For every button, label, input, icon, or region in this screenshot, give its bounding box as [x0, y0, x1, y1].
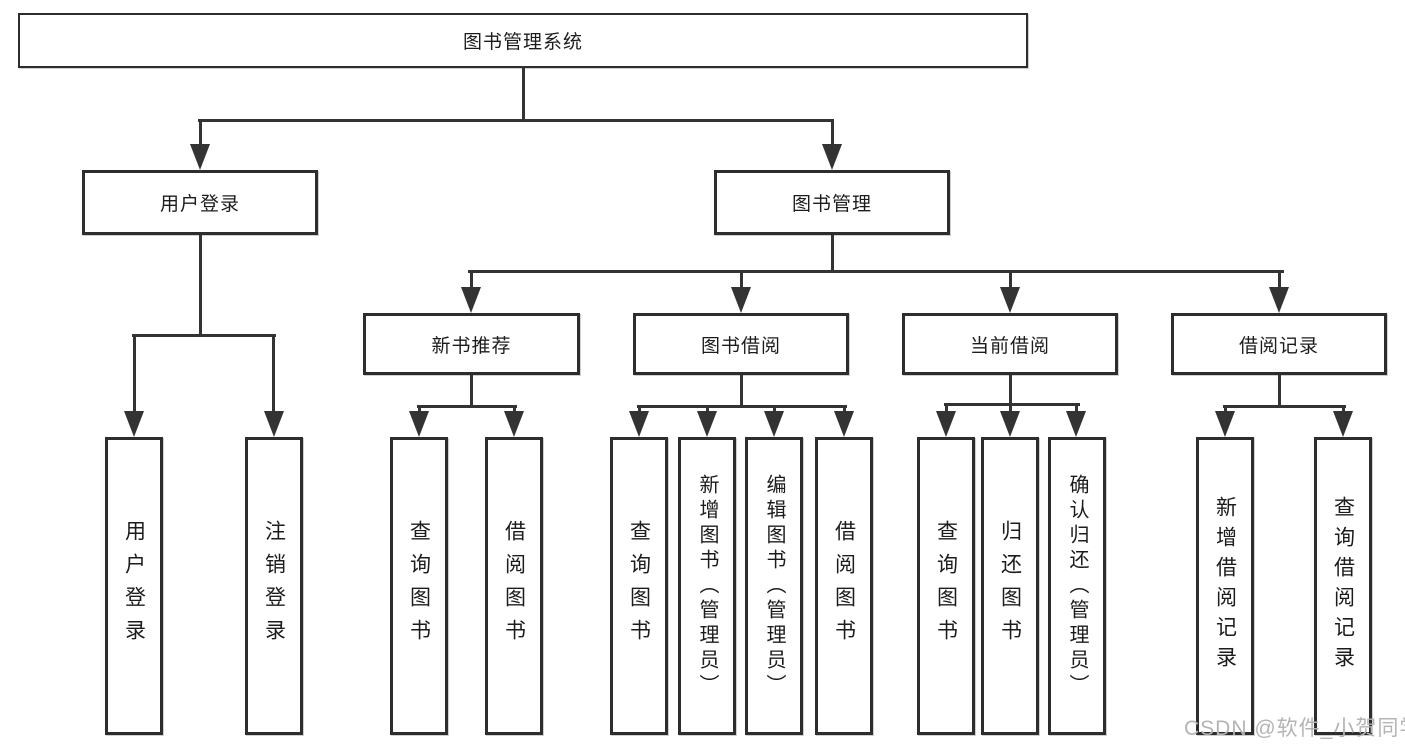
node-book-management-label: 图书管理 [791, 194, 872, 215]
node-current-borrow-label: 当前借阅 [969, 335, 1050, 357]
leaf-bb-borrow-books: 借阅图书 [815, 437, 873, 735]
arrow-down-icon [264, 411, 284, 437]
leaf-cb-query-books: 查询图书 [917, 437, 975, 735]
arrow-down-icon [834, 411, 854, 437]
connector-line [831, 119, 834, 164]
leaf-br-add-record-label: 新增借阅记录 [1213, 496, 1237, 676]
node-root-label: 图书管理系统 [462, 32, 583, 53]
connector-line [944, 403, 1080, 406]
leaf-bb-add-books: 新增图书（管理员） [678, 437, 736, 735]
connector-line [198, 119, 834, 122]
arrow-down-icon [124, 411, 144, 437]
node-borrow-records-label: 借阅记录 [1238, 335, 1319, 357]
connector-line [1223, 405, 1346, 408]
leaf-bb-borrow-books-label: 借阅图书 [832, 520, 856, 652]
arrow-down-icon [190, 144, 210, 170]
arrow-down-icon [1269, 287, 1289, 313]
leaf-bb-edit-books: 编辑图书（管理员） [745, 437, 803, 735]
leaf-cb-confirm-return-label: 确认归还（管理员） [1066, 473, 1088, 699]
leaf-bb-query-books: 查询图书 [610, 437, 668, 735]
connector-line [199, 235, 202, 336]
connector-line [132, 334, 276, 337]
node-user-login-label: 用户登录 [159, 194, 240, 215]
leaf-rec-borrow-books: 借阅图书 [485, 437, 543, 735]
leaf-rec-borrow-books-label: 借阅图书 [502, 520, 526, 652]
connector-line [470, 270, 473, 290]
connector-line [522, 66, 525, 119]
connector-line [417, 405, 517, 408]
leaf-bb-query-books-label: 查询图书 [627, 520, 651, 652]
leaf-logout-label: 注销登录 [262, 520, 286, 652]
connector-line [199, 119, 202, 164]
connector-line [831, 235, 834, 272]
arrow-down-icon [1066, 411, 1086, 437]
node-borrow-records: 借阅记录 [1171, 313, 1387, 375]
leaf-bb-edit-books-label: 编辑图书（管理员） [763, 473, 785, 699]
node-book-management: 图书管理 [714, 170, 950, 235]
connector-line [1009, 270, 1012, 290]
leaf-cb-query-books-label: 查询图书 [934, 520, 958, 652]
node-new-book-recommend: 新书推荐 [363, 313, 580, 375]
arrow-down-icon [1000, 287, 1020, 313]
node-book-borrow: 图书借阅 [633, 313, 849, 375]
connector-line [133, 334, 136, 414]
connector-line [468, 270, 1284, 273]
leaf-logout: 注销登录 [245, 437, 303, 735]
connector-line [1009, 403, 1012, 417]
leaf-rec-query-books: 查询图书 [390, 437, 448, 735]
connector-line [1278, 375, 1281, 407]
node-book-borrow-label: 图书借阅 [700, 335, 781, 357]
leaf-cb-return-books: 归还图书 [981, 437, 1039, 735]
leaf-user-login-label: 用户登录 [122, 520, 146, 652]
arrow-down-icon [1333, 411, 1353, 437]
leaf-br-query-record: 查询借阅记录 [1314, 437, 1372, 735]
arrow-down-icon [764, 411, 784, 437]
leaf-bb-add-books-label: 新增图书（管理员） [696, 473, 718, 699]
arrow-down-icon [461, 287, 481, 313]
arrow-down-icon [936, 411, 956, 437]
arrow-down-icon [409, 411, 429, 437]
connector-line [1278, 270, 1281, 290]
node-user-login: 用户登录 [82, 170, 318, 235]
leaf-user-login: 用户登录 [105, 437, 163, 735]
node-root: 图书管理系统 [18, 13, 1028, 68]
arrow-down-icon [697, 411, 717, 437]
arrow-down-icon [629, 411, 649, 437]
leaf-cb-return-books-label: 归还图书 [998, 520, 1022, 652]
connector-line [945, 403, 948, 417]
connector-line [637, 405, 847, 408]
arrow-down-icon [822, 144, 842, 170]
leaf-rec-query-books-label: 查询图书 [407, 520, 431, 652]
connector-line [272, 334, 275, 414]
csdn-watermark: CSDN @软件_小贺同学 [1184, 717, 1405, 740]
connector-line [1075, 403, 1078, 417]
node-new-book-recommend-label: 新书推荐 [431, 335, 512, 357]
leaf-br-query-record-label: 查询借阅记录 [1331, 496, 1355, 676]
connector-line [1009, 375, 1012, 405]
arrow-down-icon [1000, 411, 1020, 437]
leaf-br-add-record: 新增借阅记录 [1196, 437, 1254, 735]
connector-line [740, 375, 743, 407]
connector-line [470, 375, 473, 407]
arrow-down-icon [1215, 411, 1235, 437]
arrow-down-icon [731, 287, 751, 313]
arrow-down-icon [504, 411, 524, 437]
node-current-borrow: 当前借阅 [902, 313, 1118, 375]
connector-line [740, 270, 743, 290]
leaf-cb-confirm-return: 确认归还（管理员） [1048, 437, 1106, 735]
